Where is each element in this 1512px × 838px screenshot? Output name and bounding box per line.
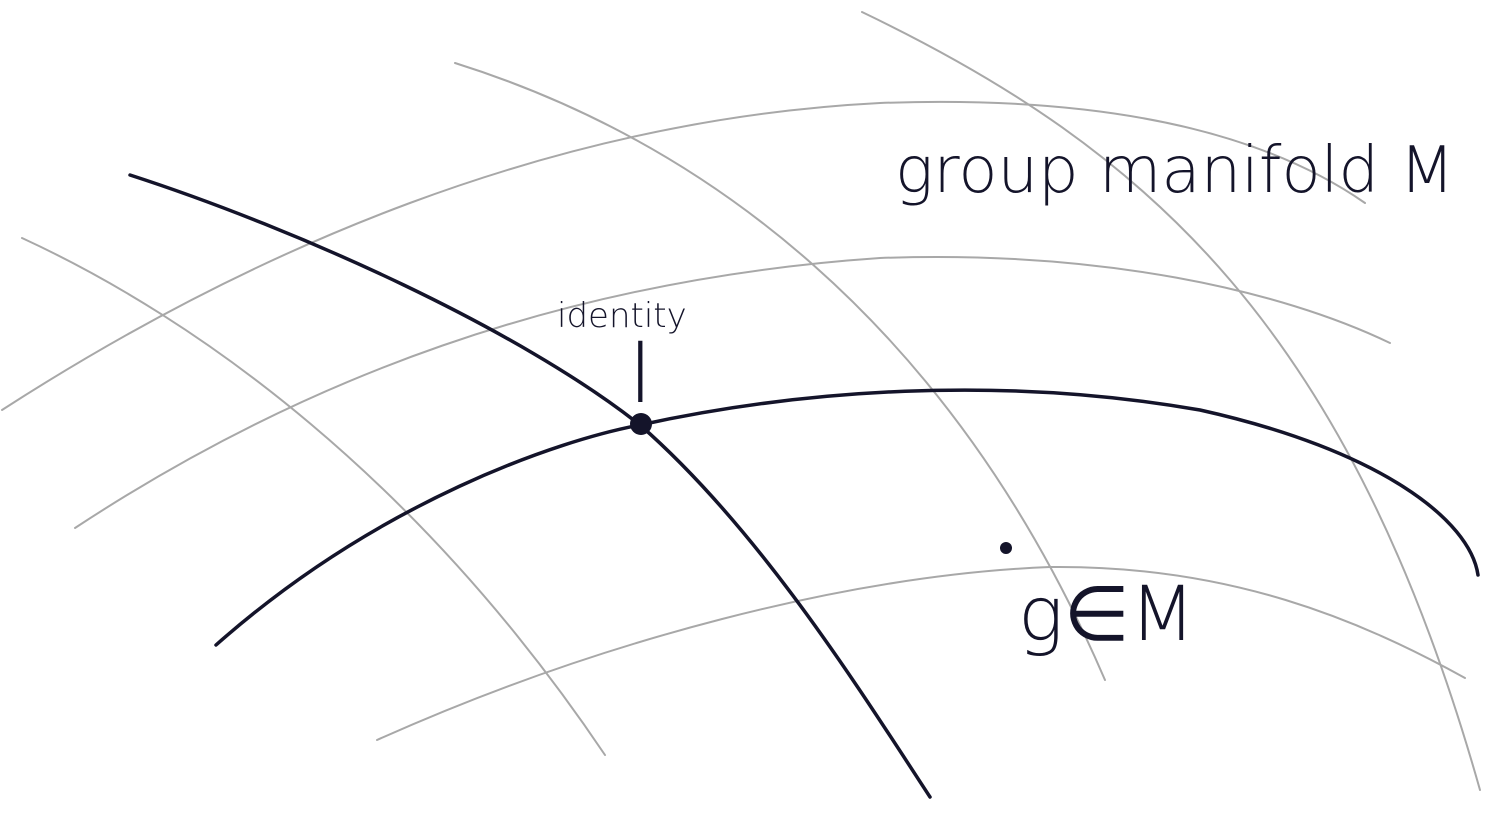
principal-curve-vertical [128,173,932,799]
grid-curve-v1 [21,237,606,756]
grid-curve-h3 [376,565,1466,741]
element-g-point [1000,542,1012,554]
grid-curve-h1 [1,100,1366,411]
grid-curve-v3 [861,11,1481,791]
identity-point [630,413,652,435]
identity-label: identity [557,296,687,336]
principal-curve-horizontal [214,388,1480,647]
identity-symbol: I [628,324,653,422]
element-label: g∈M [1018,569,1195,658]
manifold-label: group manifold M [895,134,1455,208]
grid-curve-v2 [454,62,1106,681]
